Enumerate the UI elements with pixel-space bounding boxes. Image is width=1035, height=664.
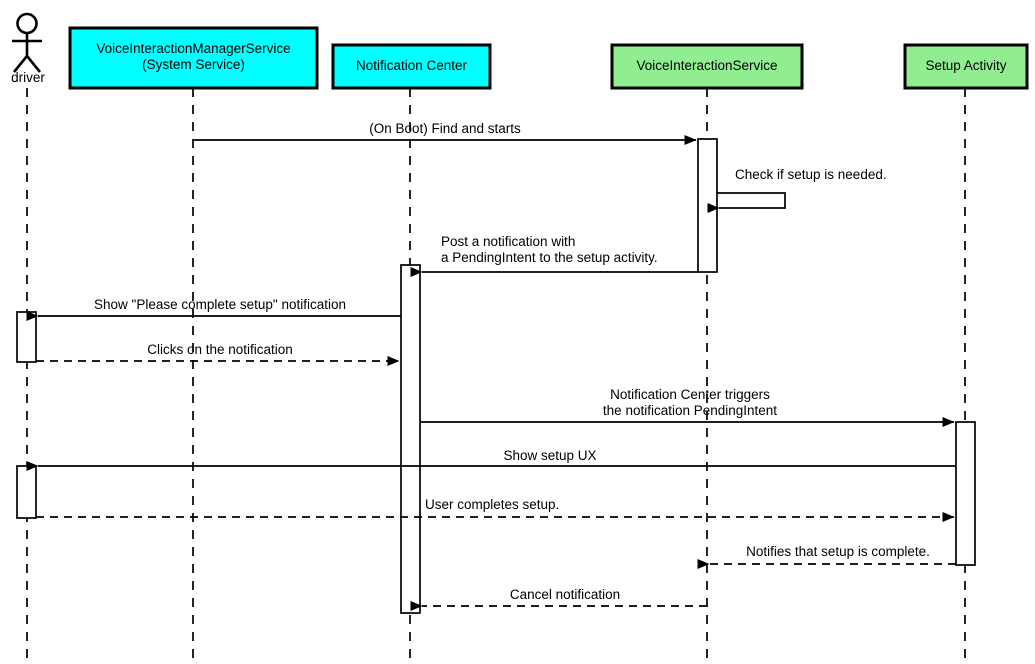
message-label-m10: Cancel notification [425, 587, 705, 603]
message-label-m8-line1: User completes setup. [425, 497, 560, 512]
message-arrow-m2-self [707, 192, 786, 213]
message-label-m3-line1: Post a notification with [441, 234, 576, 249]
message-label-m1-line1: (On Boot) Find and starts [369, 121, 521, 136]
message-label-m4: Show "Please complete setup" notificatio… [40, 297, 400, 313]
activation-notification-center [400, 264, 421, 614]
message-label-m3: Post a notification with a PendingIntent… [441, 234, 771, 266]
message-label-m9: Notifies that setup is complete. [713, 544, 963, 560]
message-label-m5: Clicks on the notification [40, 342, 400, 358]
message-label-m6-line2: the notification PendingIntent [602, 403, 778, 418]
actor-label-driver: driver [11, 70, 45, 85]
message-label-m4-line1: Show "Please complete setup" notificatio… [94, 297, 346, 312]
message-label-m9-line1: Notifies that setup is complete. [746, 544, 930, 559]
message-label-m7: Show setup UX [425, 448, 675, 464]
message-label-m3-line2: a PendingIntent to the setup activity. [441, 250, 658, 265]
message-label-m2-line1: Check if setup is needed. [735, 167, 887, 182]
message-label-m1: (On Boot) Find and starts [200, 121, 690, 137]
activation-driver-2 [16, 465, 37, 519]
activation-setup-activity [955, 421, 976, 566]
message-label-m8: User completes setup. [425, 497, 755, 513]
activation-driver-1 [16, 311, 37, 363]
message-label-m5-line1: Clicks on the notification [147, 342, 293, 357]
participant-box-voiceinteractionservice[interactable] [610, 43, 804, 90]
message-label-m6: Notification Center triggers the notific… [425, 387, 955, 419]
participant-box-notification-center[interactable] [331, 43, 492, 90]
participant-box-setup-activity[interactable] [903, 43, 1029, 90]
message-label-m10-line1: Cancel notification [509, 587, 621, 602]
message-label-m6-line1: Notification Center triggers [610, 387, 770, 402]
message-label-m2: Check if setup is needed. [735, 167, 1035, 183]
participant-box-vims[interactable] [68, 26, 319, 90]
actor-driver-figure [12, 12, 42, 73]
message-label-m7-line1: Show setup UX [503, 448, 597, 463]
